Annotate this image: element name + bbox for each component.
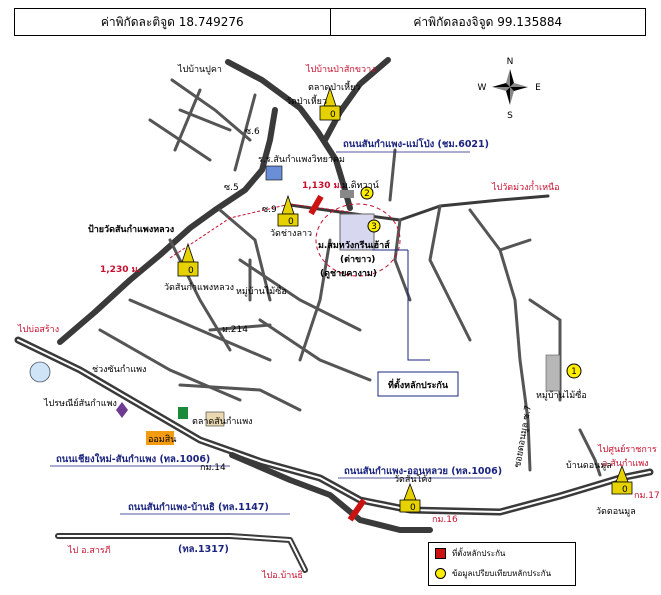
- label-wat-sankamphaeng: วัดสันกำแพงหลวง: [164, 282, 234, 293]
- house-icon: [340, 190, 354, 198]
- label-subject-sub1: (ต่าขาว): [340, 254, 375, 265]
- svg-text:2: 2: [364, 189, 370, 199]
- label-so5: ซ.5: [224, 183, 239, 193]
- label-road-1006: ถนนเชียงใหม่-สันกำแพง (ทล.1006): [56, 453, 210, 465]
- coordinates-bar: ค่าพิกัดละติจูด 18.749276 ค่าพิกัดลองจิจ…: [14, 8, 646, 36]
- market-icon: [205, 411, 225, 427]
- red-square-icon: [435, 547, 446, 559]
- label-subject-sub2: (ดูชายคางาม): [320, 269, 377, 279]
- lotus-icon: [116, 402, 128, 418]
- legend-yellow-label: ข้อมูลเปรียบเทียบหลักประกัน: [452, 568, 552, 578]
- label-ban-don-mun: บ้านดอนมูล: [566, 460, 612, 471]
- label-bank: ออมสิน: [148, 434, 176, 445]
- temple-icon: [177, 86, 633, 513]
- label-mahawan: ม.ดิทวาน์: [342, 179, 379, 191]
- svg-text:S: S: [507, 111, 513, 121]
- compass-icon: N S E W: [478, 57, 542, 121]
- seven-eleven-icon: [178, 407, 188, 419]
- label-to-bosang: ไปบ่อสร้าง: [17, 324, 59, 335]
- svg-text:N: N: [507, 57, 514, 67]
- label-distance-1130: 1,130 ม.: [302, 181, 343, 191]
- map-legend: ที่ตั้งหลักประกัน ข้อมูลเปรียบเทียบหลักป…: [428, 542, 576, 586]
- label-distance-1230: 1,230 ม.: [100, 265, 141, 275]
- legend-row-comparison: ข้อมูลเปรียบเทียบหลักประกัน: [429, 563, 575, 583]
- label-road-1317: (ทล.1317): [178, 544, 229, 555]
- svg-text:0: 0: [410, 503, 416, 513]
- subject-location-box: [377, 371, 459, 397]
- subject-radius: [315, 203, 401, 277]
- label-ban-pupha: ไปบ้านปูคา: [177, 64, 222, 75]
- svg-text:0: 0: [330, 110, 336, 120]
- label-amphoe: อ.สันกำแพง: [602, 458, 649, 469]
- road-1147: [229, 452, 433, 533]
- label-talad-sankamphaeng: ตลาดสันกำแพง: [192, 416, 253, 427]
- legend-red-label: ที่ตั้งหลักประกัน: [452, 548, 506, 558]
- marker-2: 2: [360, 186, 374, 200]
- label-ban-maichue: หมู่บ้านไม้ซื่อ: [236, 284, 287, 297]
- marker-3: 3: [367, 219, 381, 233]
- label-wat-muang-kham: ไปวัดม่วงก๋ำเหนือ: [491, 180, 560, 193]
- label-km14: กม.14: [200, 463, 226, 473]
- label-km17: กม.17: [634, 491, 660, 501]
- label-ban-ping-khwang: ไปบ้านป่าสักขวาง: [305, 64, 376, 75]
- marker-1: 1: [566, 363, 582, 379]
- label-wat-sankamphaeng-pier: ป้ายวัดสันกำแพงหลวง: [88, 224, 174, 235]
- label-m214: ม.214: [222, 325, 248, 335]
- svg-text:3: 3: [371, 222, 377, 232]
- label-ban-maichue-right: หมู่บ้านไม้ซื่อ: [536, 388, 587, 401]
- gov-seal-icon: [29, 361, 51, 383]
- road-north-link: [57, 107, 278, 345]
- label-so9: ซ.9: [262, 205, 277, 215]
- hospital-icon: [265, 165, 283, 181]
- label-wat-pa-hiao: วัดป่าเหี้ยว: [286, 94, 327, 107]
- svg-text:0: 0: [188, 266, 194, 276]
- label-talad-pa-hiao: ตลาดป่าเหี้ยว: [308, 80, 360, 93]
- label-wat-don-mun: วัดดอนมูล: [596, 507, 636, 517]
- cut-mark-south: [347, 498, 367, 522]
- svg-text:1: 1: [571, 367, 577, 377]
- svg-text:W: W: [478, 83, 487, 93]
- svg-text:0: 0: [288, 217, 294, 227]
- label-road-1006b: ถนนสันกำแพง-ออนหลวย (ทล.1006): [344, 466, 502, 477]
- legend-row-subject: ที่ตั้งหลักประกัน: [429, 543, 575, 563]
- label-road-1147: ถนนสันกำแพง-บ้านธิ (ทล.1147): [128, 501, 269, 513]
- yellow-circle-icon: [435, 567, 446, 579]
- label-hospital: ร.ร.สันกำแพงวิทยาคม: [258, 154, 345, 165]
- label-to-sun-rachakan: ไปศูนย์ราชการ: [597, 443, 657, 455]
- latitude-label: ค่าพิกัดละติจูด 18.749276: [100, 14, 244, 29]
- distance-path: [169, 203, 351, 259]
- label-so6: ซ.6: [245, 127, 260, 137]
- label-post-office: ไปรษณีย์สันกำแพง: [43, 397, 117, 409]
- label-subject-name: ม.สมหวังกรีนเฮ้าส์: [318, 239, 390, 251]
- longitude-label: ค่าพิกัดลองจิจูด 99.135884: [329, 9, 646, 35]
- label-wat-sankhong: วัดสันโค้ง: [394, 474, 432, 485]
- road-1317-inner: [57, 535, 306, 571]
- label-road-maepong: ถนนสันกำแพง-แม่โป่ง (ชม.6021): [343, 138, 489, 150]
- svg-text:E: E: [535, 83, 541, 93]
- bank-icon: [146, 431, 174, 445]
- label-gong-kampaeng: ช่วงซันกำแพง: [92, 364, 146, 375]
- label-to-banthi: ไปอ.บ้านธิ: [261, 570, 303, 581]
- label-km16: กม.16: [432, 515, 458, 525]
- svg-text:0: 0: [622, 485, 628, 495]
- label-wat-chang: วัดช่างลาว: [270, 229, 312, 239]
- village-icon: [545, 354, 561, 392]
- road-ban-ping-khwang: [322, 57, 391, 143]
- label-to-saraphi: ไป อ.สารภี: [67, 545, 111, 556]
- cut-mark-north: [308, 194, 324, 216]
- subject-location-label: ที่ตั้งหลักประกัน: [388, 378, 449, 391]
- road-1006-inner: [17, 339, 651, 513]
- road-east: [288, 194, 550, 222]
